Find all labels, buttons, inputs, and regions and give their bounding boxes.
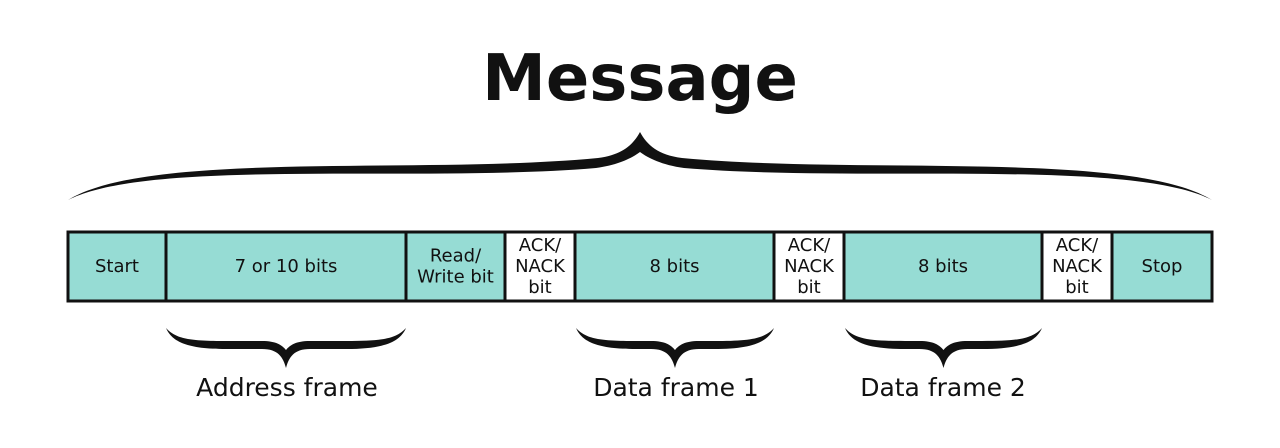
message-title: Message (482, 42, 798, 116)
frame-label: Data frame 2 (860, 373, 1026, 402)
segment-data-bits-2: 8 bits (842, 230, 1044, 303)
segment-label: ACK/ (1056, 235, 1099, 256)
segment-label: NACK (1052, 256, 1103, 277)
address-frame: Address frame (166, 328, 406, 402)
segment-label: 7 or 10 bits (235, 256, 338, 277)
segment-label: NACK (515, 256, 566, 277)
segment-label: ACK/ (788, 235, 831, 256)
segment-read-write: Read/Write bit (404, 230, 507, 303)
segment-box (1110, 230, 1214, 303)
segment-box (772, 230, 846, 303)
segment-box (1040, 230, 1114, 303)
data-frame-2: Data frame 2 (845, 328, 1042, 402)
segment-box (66, 230, 168, 303)
segment-label: ACK/ (519, 235, 562, 256)
segment-box (164, 230, 408, 303)
segment-label: Stop (1142, 256, 1183, 277)
segment-start: Start (66, 230, 168, 303)
segment-label: Read/ (430, 246, 482, 267)
frame-braces: Address frame Data frame 1 Data frame 2 (166, 328, 1042, 402)
frame-brace (166, 328, 406, 368)
segment-label: 8 bits (918, 256, 968, 277)
segment-data-bits-1: 8 bits (573, 230, 776, 303)
segment-label: 8 bits (649, 256, 699, 277)
frame-brace (576, 328, 774, 368)
segment-label: Start (95, 256, 139, 277)
frame-brace (845, 328, 1042, 368)
segment-box (404, 230, 507, 303)
frame-label: Address frame (196, 373, 378, 402)
segment-label: bit (1065, 277, 1088, 298)
segment-label: Write bit (417, 267, 494, 288)
segment-label: NACK (784, 256, 835, 277)
segment-label: bit (797, 277, 820, 298)
message-brace (68, 132, 1212, 200)
data-frame-1: Data frame 1 (576, 328, 774, 402)
segment-address-bits: 7 or 10 bits (164, 230, 408, 303)
segment-label: bit (528, 277, 551, 298)
segment-box (842, 230, 1044, 303)
segment-stop: Stop (1110, 230, 1214, 303)
frame-label: Data frame 1 (593, 373, 759, 402)
segment-box (573, 230, 776, 303)
